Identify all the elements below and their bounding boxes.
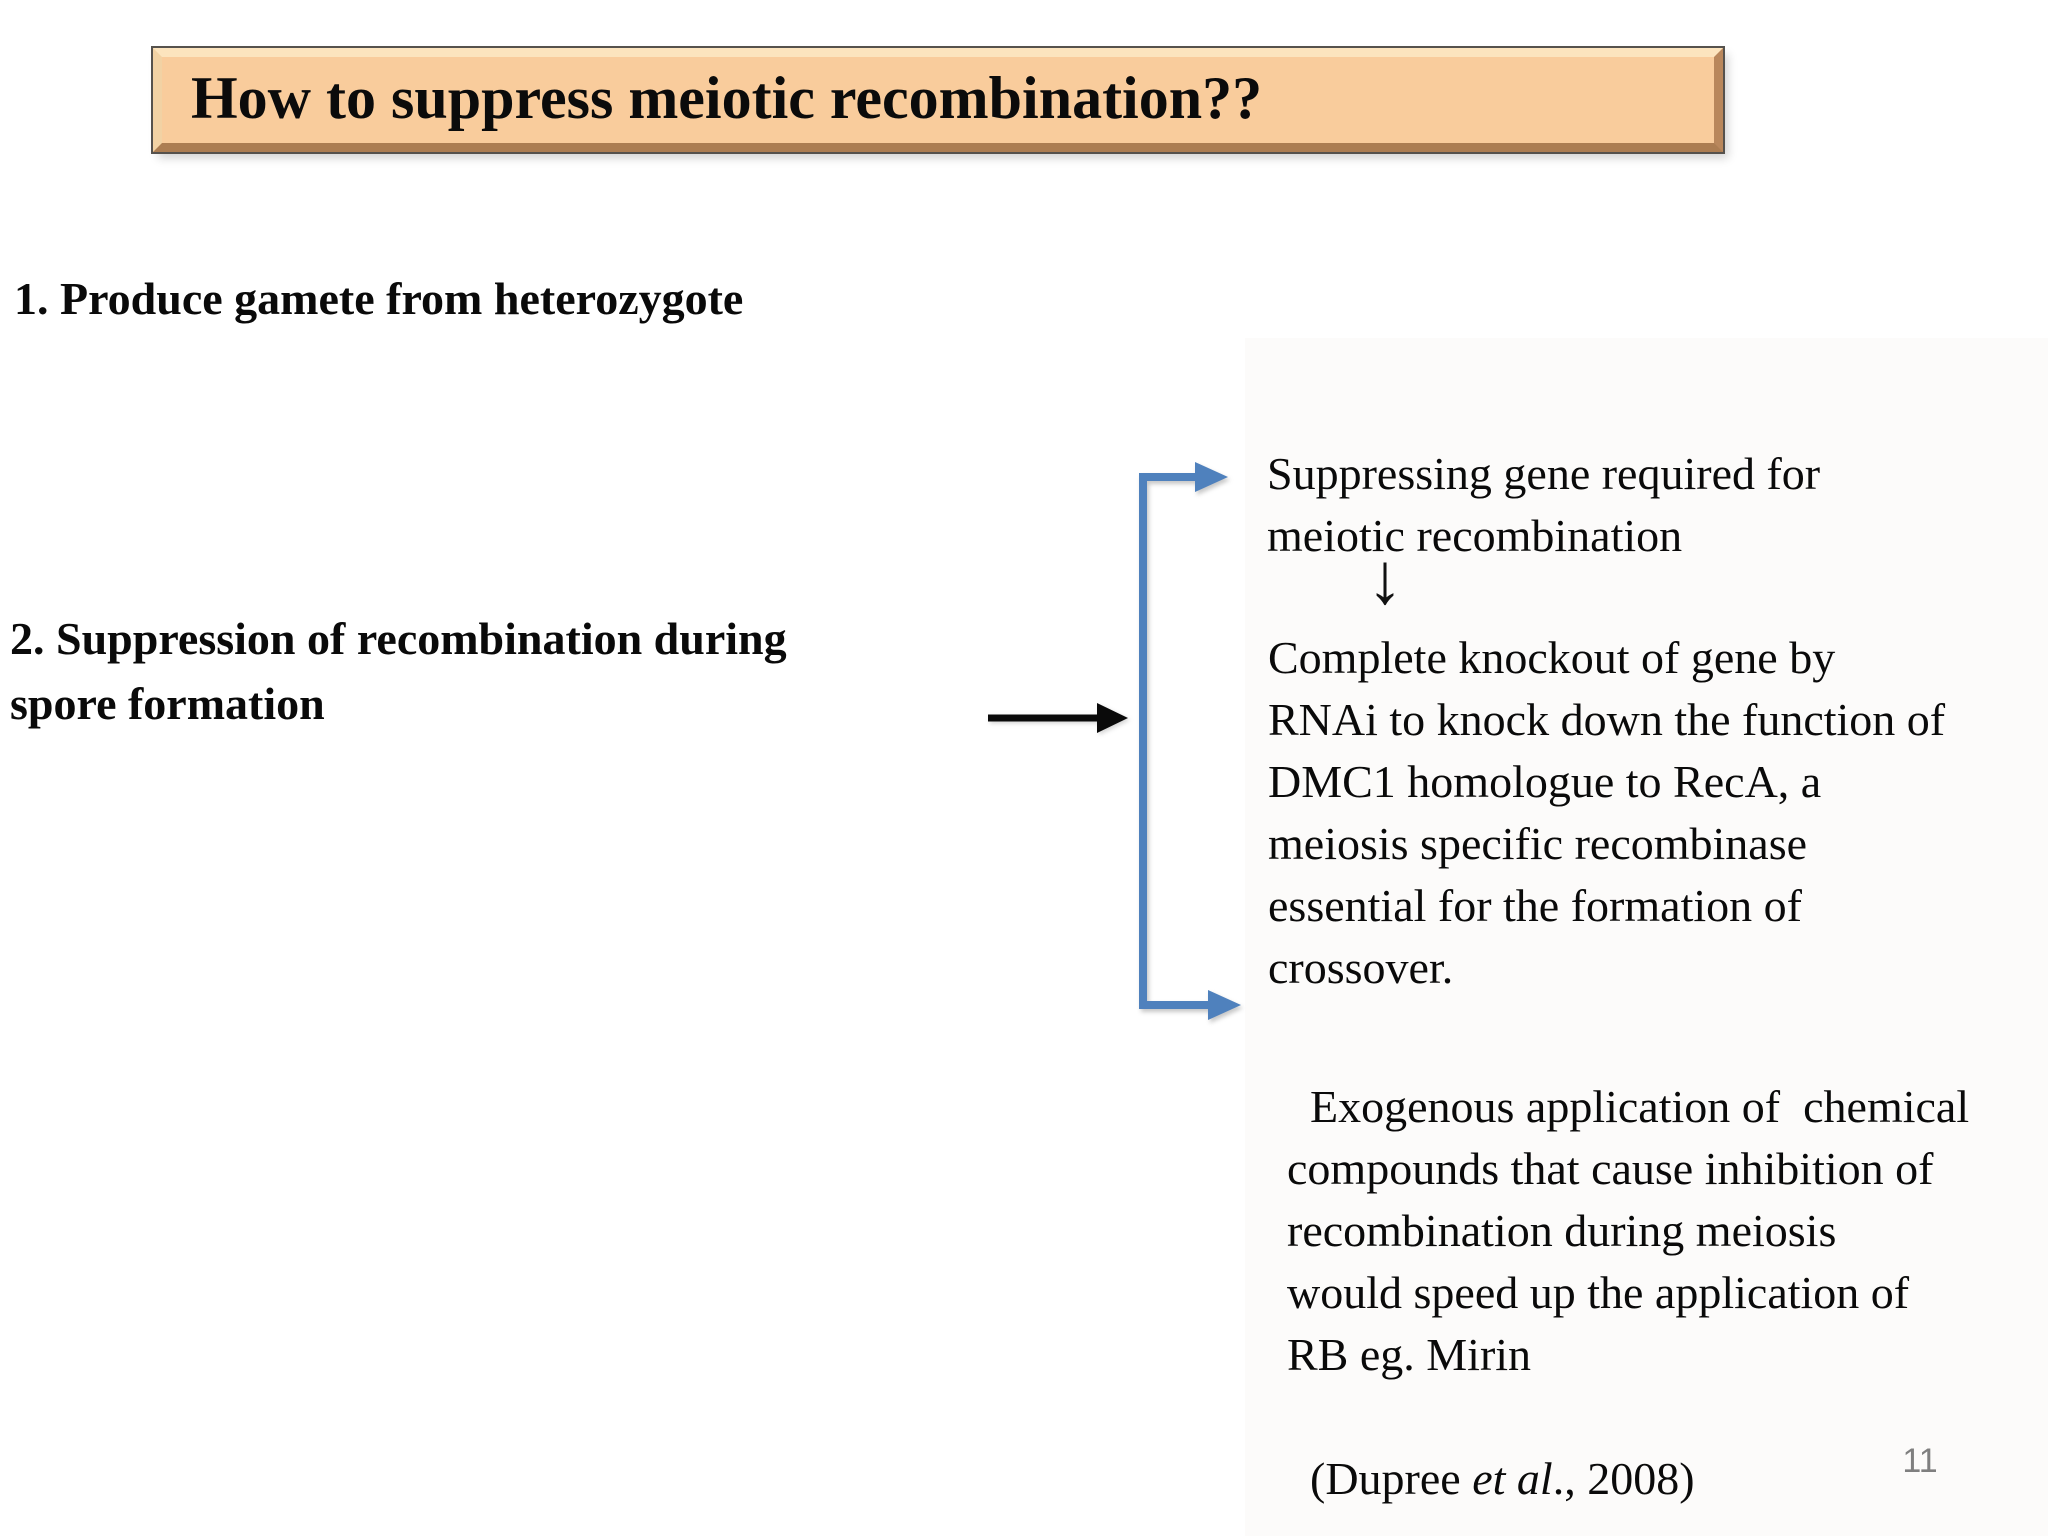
title-banner	[153, 48, 1723, 152]
numbered-item-1: 1. Produce gamete from heterozygote	[14, 273, 744, 324]
page-number: 11	[1902, 1442, 1938, 1480]
right-column-background-panel	[1245, 338, 2048, 1536]
down-arrow-icon: ↓	[1367, 539, 1403, 619]
citation-et-al: et al	[1472, 1453, 1553, 1504]
page-title: How to suppress meiotic recombination??	[191, 65, 1263, 131]
black-right-arrow-icon	[988, 703, 1128, 733]
blue-bracket-icon	[1139, 462, 1241, 1020]
blue-bottom-arrowhead-icon	[1208, 990, 1241, 1020]
citation: (Dupree et al., 2008)	[1310, 1453, 1695, 1504]
blue-top-arrowhead-icon	[1195, 462, 1228, 492]
